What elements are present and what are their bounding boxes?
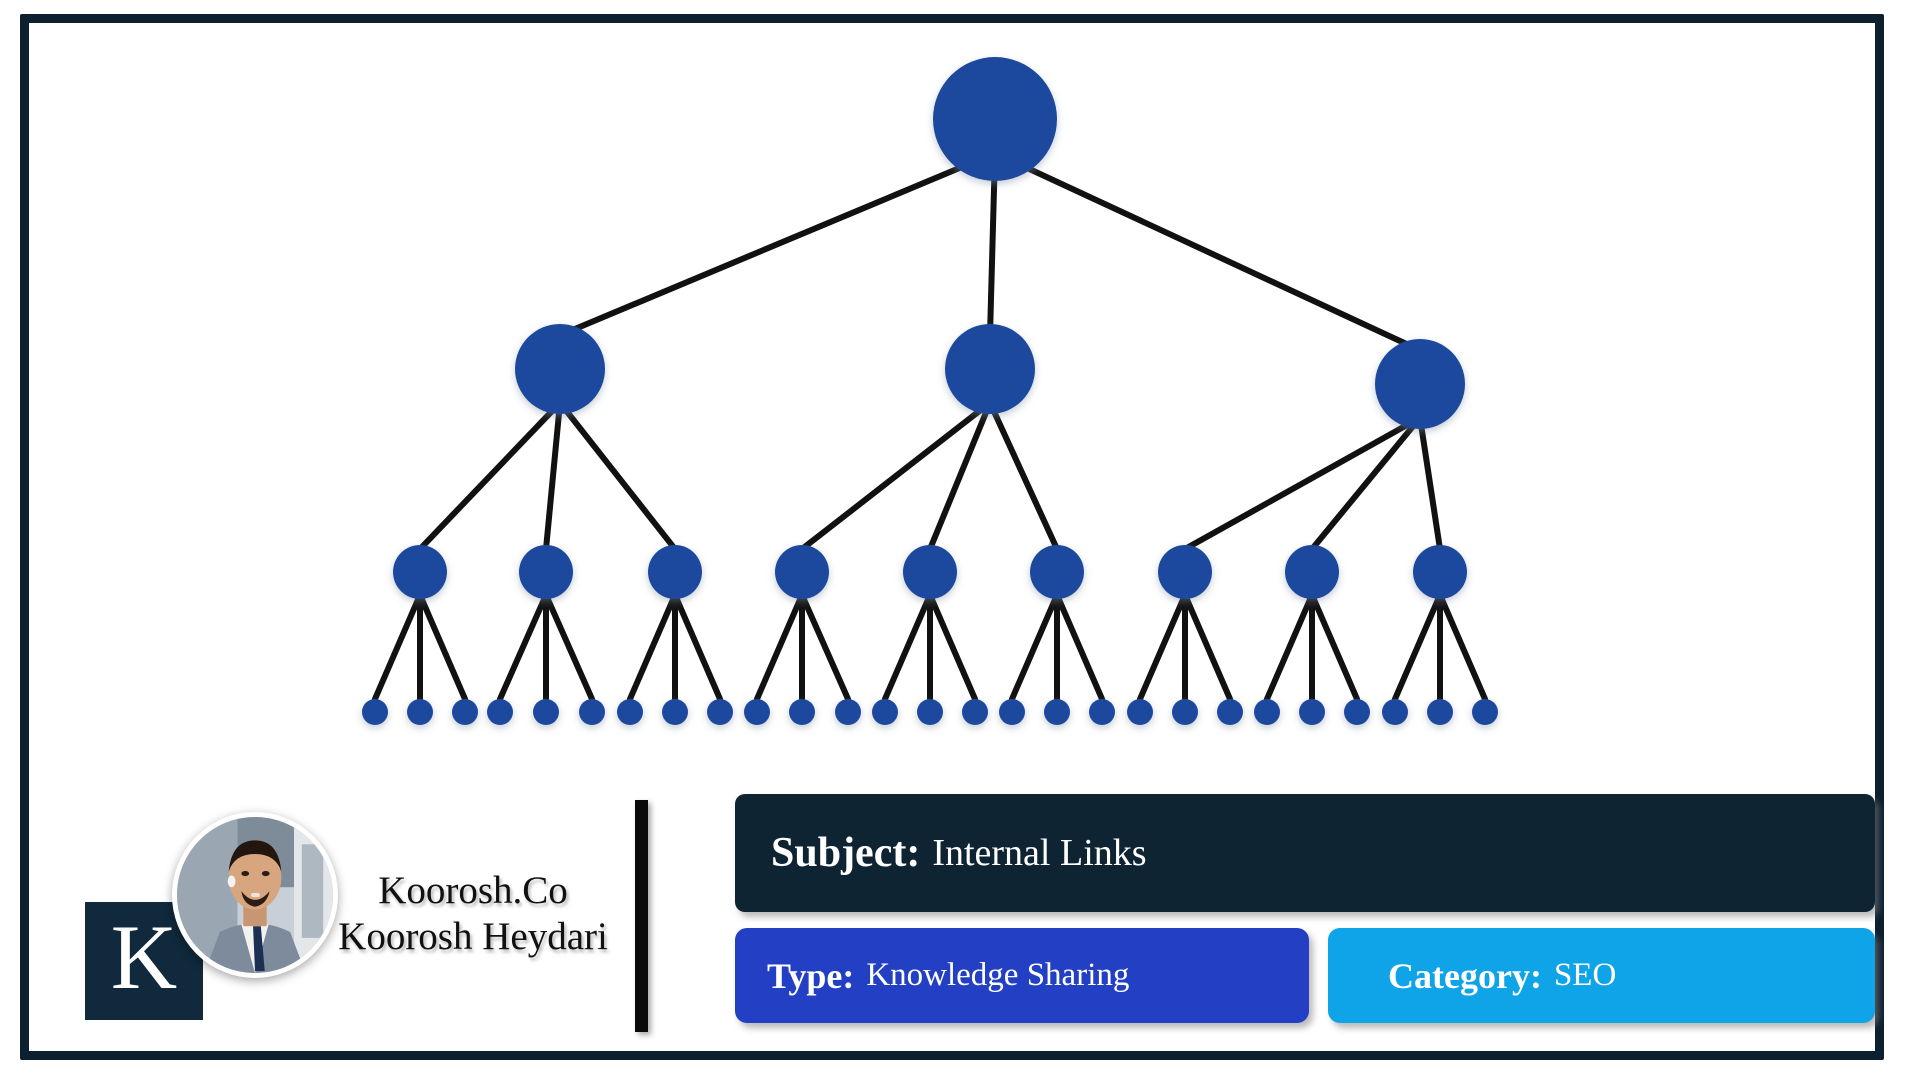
tree-node-leaf-5: [533, 699, 559, 725]
tree-node-leaf-19: [1127, 699, 1153, 725]
tree-node-level3-1: [393, 545, 447, 599]
tree-node-level3-7: [1158, 545, 1212, 599]
tree-node-leaf-4: [487, 699, 513, 725]
tree-node-leaf-9: [707, 699, 733, 725]
tree-node-leaf-22: [1254, 699, 1280, 725]
tree-diagram: [30, 24, 1874, 764]
tree-edge: [417, 399, 563, 553]
vertical-divider: [635, 800, 648, 1032]
tree-node-leaf-20: [1172, 699, 1198, 725]
tree-nodes: [362, 57, 1498, 725]
tree-edge: [987, 399, 1060, 553]
subject-bar: Subject: Internal Links: [735, 794, 1875, 912]
tree-node-leaf-12: [835, 699, 861, 725]
tree-node-level3-6: [1030, 545, 1084, 599]
tree-node-level3-5: [903, 545, 957, 599]
tree-node-level3-3: [648, 545, 702, 599]
tree-node-leaf-11: [789, 699, 815, 725]
tree-edges: [372, 150, 1488, 702]
tree-node-leaf-18: [1089, 699, 1115, 725]
tree-node-level2-1: [515, 324, 605, 414]
tree-edge: [497, 591, 549, 702]
tree-edge: [557, 150, 998, 339]
tree-node-leaf-21: [1217, 699, 1243, 725]
tree-node-leaf-17: [1044, 699, 1070, 725]
tree-node-level2-2: [945, 324, 1035, 414]
tree-node-level2-3: [1375, 339, 1465, 429]
subject-label: Subject:: [771, 830, 921, 876]
tree-node-level3-8: [1285, 545, 1339, 599]
tree-node-leaf-8: [662, 699, 688, 725]
tree-edge: [754, 591, 805, 702]
tree-node-level3-2: [519, 545, 573, 599]
tree-node-leaf-10: [744, 699, 770, 725]
tree-edge: [1417, 414, 1443, 553]
tree-node-level3-4: [775, 545, 829, 599]
tree-node-leaf-13: [872, 699, 898, 725]
tree-edge: [1009, 591, 1060, 702]
tree-node-leaf-3: [452, 699, 478, 725]
info-bars: Subject: Internal Links Type: Knowledge …: [695, 794, 1880, 1044]
tree-node-leaf-15: [962, 699, 988, 725]
tree-node-leaf-23: [1299, 699, 1325, 725]
type-bar: Type: Knowledge Sharing: [735, 928, 1309, 1023]
brand-logo-letter: K: [110, 906, 178, 1008]
category-label: Category:: [1388, 955, 1542, 996]
tree-edge: [417, 591, 468, 702]
tree-edge: [1437, 591, 1488, 702]
tree-edge: [372, 591, 423, 702]
tree-edge: [1182, 591, 1233, 702]
tree-edge: [543, 591, 595, 702]
tree-edge: [882, 591, 933, 702]
tree-node-leaf-25: [1382, 699, 1408, 725]
type-value: Knowledge Sharing: [866, 957, 1130, 993]
tree-edge: [1182, 414, 1423, 553]
brand-text: Koorosh.Co Koorosh Heydari: [328, 868, 618, 960]
footer-band: K: [40, 780, 1880, 1050]
tree-edge: [1309, 591, 1360, 702]
tree-node-leaf-24: [1344, 699, 1370, 725]
tree-edge: [1054, 591, 1105, 702]
slide-border: [20, 14, 1884, 1060]
tree-node-leaf-14: [917, 699, 943, 725]
tree-edge: [799, 399, 993, 553]
tree-diagram-svg: [362, 57, 1498, 725]
tree-edge: [557, 399, 678, 553]
tree-edge: [1392, 591, 1443, 702]
tree-edge: [1309, 414, 1423, 553]
tree-edge: [672, 591, 723, 702]
avatar: [172, 812, 338, 978]
category-value: SEO: [1553, 957, 1617, 993]
branding-block: K: [60, 790, 620, 1040]
tree-edge: [543, 399, 563, 553]
avatar-photo-icon: [177, 817, 333, 973]
category-bar: Category: SEO: [1328, 928, 1875, 1023]
tree-node-leaf-16: [999, 699, 1025, 725]
brand-person-name: Koorosh Heydari: [338, 915, 608, 958]
tree-node-leaf-26: [1427, 699, 1453, 725]
tree-node-leaf-1: [362, 699, 388, 725]
tree-node-leaf-6: [579, 699, 605, 725]
tree-edge: [992, 150, 1423, 354]
tree-edge: [1264, 591, 1315, 702]
tree-edge: [927, 399, 993, 553]
tree-node-root: [933, 57, 1057, 181]
subject-value: Internal Links: [932, 832, 1147, 874]
tree-edge: [987, 150, 998, 339]
type-label: Type:: [767, 955, 855, 996]
tree-edge: [799, 591, 851, 702]
tree-edge: [927, 591, 978, 702]
tree-edge: [1137, 591, 1188, 702]
tree-node-level3-9: [1413, 545, 1467, 599]
tree-node-leaf-27: [1472, 699, 1498, 725]
tree-edge: [627, 591, 678, 702]
brand-site-name: Koorosh.Co: [378, 869, 568, 912]
tree-node-leaf-7: [617, 699, 643, 725]
tree-node-leaf-2: [407, 699, 433, 725]
